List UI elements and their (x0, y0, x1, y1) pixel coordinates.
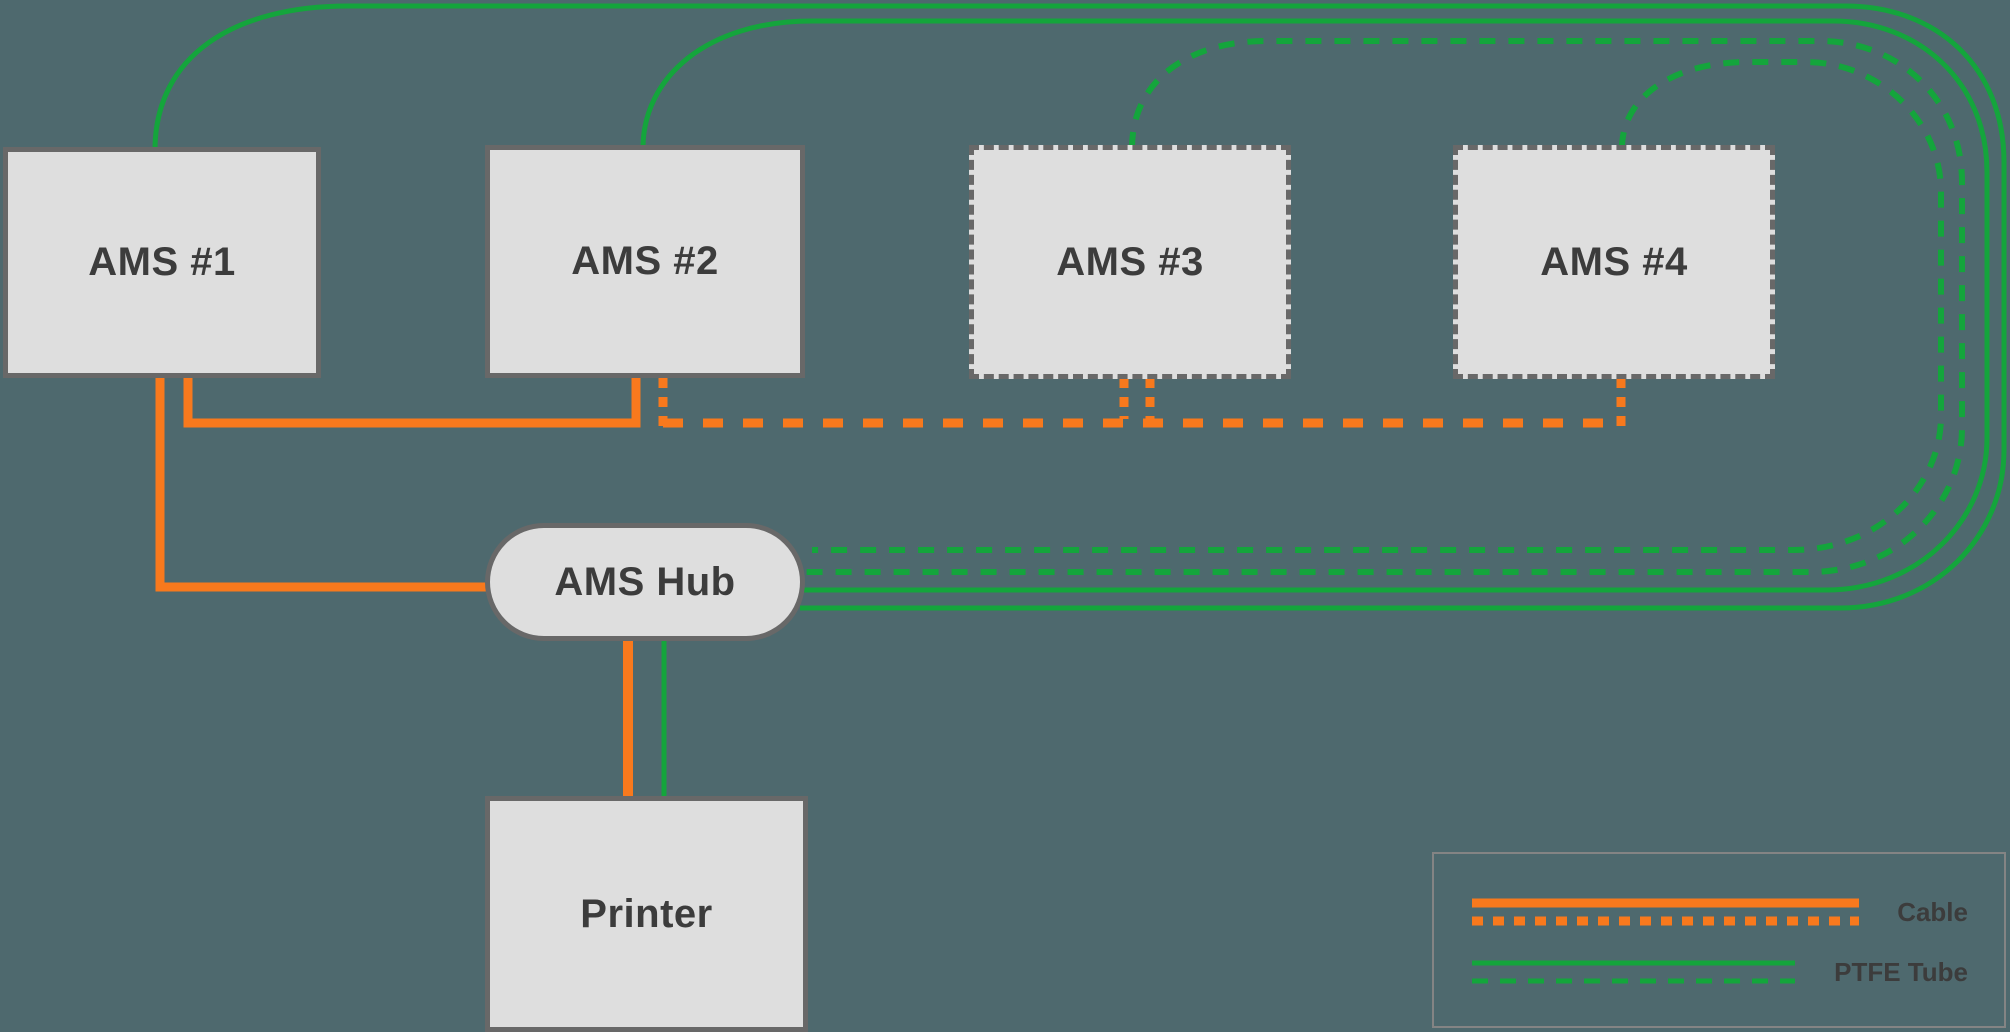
node-ams-4-label: AMS #4 (1540, 239, 1688, 284)
node-ams-1: AMS #1 (3, 147, 321, 378)
ptfe-tube-ams3-to-hub-dashed (806, 38, 1965, 575)
node-ams-3-label: AMS #3 (1056, 239, 1204, 284)
node-ams-1-label: AMS #1 (88, 240, 236, 284)
node-ams-hub: AMS Hub (485, 523, 805, 641)
node-ams-4: AMS #4 (1453, 145, 1775, 379)
ptfe-tube-ams4-to-hub-dashed (812, 59, 1944, 553)
cable-ams1-to-hub (155, 378, 490, 592)
legend-cable-label: Cable (1897, 897, 1968, 927)
legend-ptfe-tube-label: PTFE Tube (1834, 957, 1968, 987)
node-ams-2-label: AMS #2 (571, 239, 719, 283)
node-ams-hub-label: AMS Hub (554, 559, 736, 604)
cable-ams1-to-ams2 (183, 378, 641, 428)
legend (1432, 852, 2006, 1028)
node-ams-3: AMS #3 (969, 145, 1291, 379)
ptfe-tube-ams2-to-hub (640, 18, 1990, 593)
node-ams-4-body: AMS #4 (1453, 145, 1775, 379)
node-ams-3-body: AMS #3 (969, 145, 1291, 379)
ptfe-tube-ams1-to-hub (152, 3, 2007, 611)
node-printer-label: Printer (580, 891, 713, 936)
node-printer: Printer (485, 796, 808, 1032)
node-ams-2: AMS #2 (485, 145, 805, 378)
